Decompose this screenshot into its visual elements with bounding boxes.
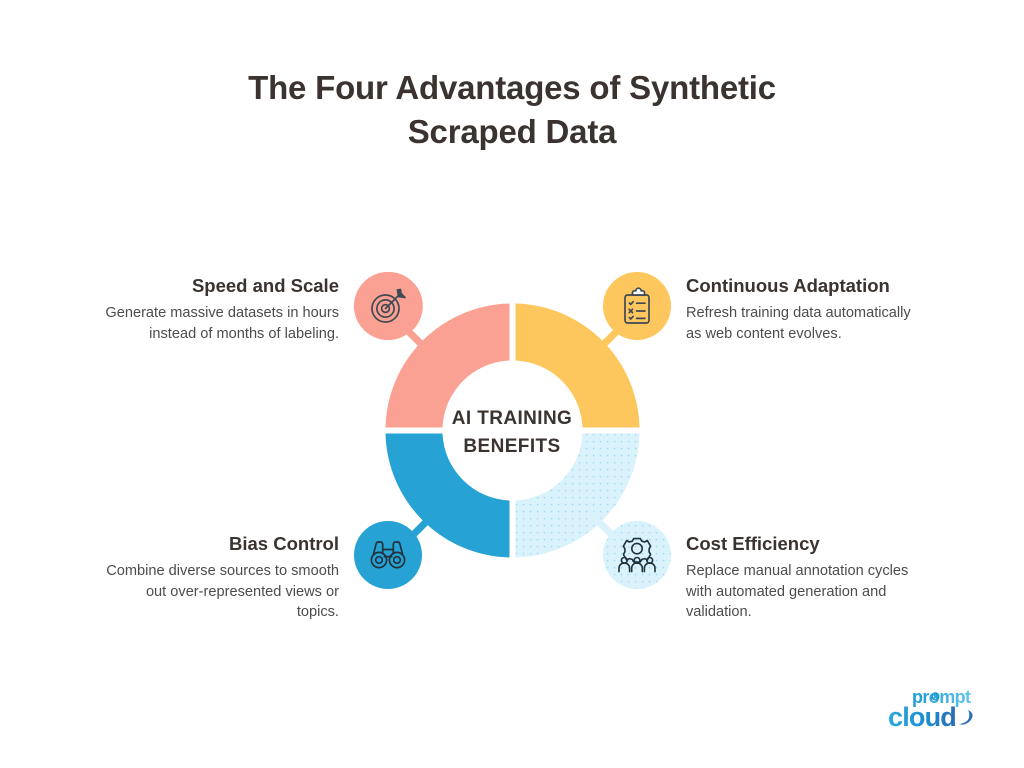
icon-bubble-speed-and-scale[interactable]: [354, 271, 432, 355]
quadrant-text-cost-efficiency: Cost Efficiency Replace manual annotatio…: [686, 531, 921, 623]
donut-segment-continuous-adaptation[interactable]: [515, 303, 640, 428]
quadrant-description: Refresh training data automatically as w…: [686, 305, 911, 342]
page-title-line-2: Scraped Data: [407, 113, 617, 150]
quadrant-heading: Speed and Scale: [191, 275, 339, 296]
donut-segment-cost-efficiency[interactable]: [515, 433, 640, 558]
quadrant-heading: Cost Efficiency: [686, 533, 820, 554]
donut-center-label: AI TRAINING BENEFITS: [432, 405, 592, 461]
quadrant-text-speed-and-scale: Speed and Scale Generate massive dataset…: [104, 273, 339, 344]
clipboard-checklist-icon: [624, 287, 650, 324]
logo-swoosh-icon: [959, 710, 973, 725]
icon-bubble-continuous-adaptation[interactable]: [593, 272, 671, 355]
donut-diagram: [340, 258, 685, 603]
icon-bubble-bias-control[interactable]: [354, 511, 437, 589]
quadrant-heading: Continuous Adaptation: [686, 275, 890, 296]
logo-word-bottom: cloud: [888, 702, 956, 732]
center-label-line-1: AI TRAINING: [451, 408, 573, 429]
quadrant-heading: Bias Control: [229, 533, 339, 554]
quadrant-description: Generate massive datasets in hours inste…: [105, 305, 339, 342]
donut-segment-speed-and-scale[interactable]: [385, 303, 510, 428]
quadrant-text-continuous-adaptation: Continuous Adaptation Refresh training d…: [686, 273, 921, 344]
logo-target-dot-icon: [931, 692, 940, 701]
promptcloud-logo: prompt cloud: [884, 684, 992, 732]
gear-people-icon: [618, 537, 656, 573]
quadrant-text-bias-control: Bias Control Combine diverse sources to …: [104, 531, 339, 623]
quadrant-description: Combine diverse sources to smooth out ov…: [106, 563, 339, 620]
logo-cross-icon: [932, 693, 938, 699]
page-title: The Four Advantages of Synthetic Scraped…: [0, 66, 1024, 154]
icon-bubble-cost-efficiency[interactable]: [588, 511, 671, 589]
quadrant-description: Replace manual annotation cycles with au…: [686, 563, 909, 620]
page-title-line-1: The Four Advantages of Synthetic: [248, 69, 776, 106]
center-label-line-2: BENEFITS: [463, 436, 561, 457]
donut-segment-bias-control[interactable]: [385, 433, 510, 558]
binoculars-icon: [370, 541, 406, 569]
target-dart-icon: [371, 288, 406, 323]
logo-word-top: prompt: [912, 687, 971, 707]
